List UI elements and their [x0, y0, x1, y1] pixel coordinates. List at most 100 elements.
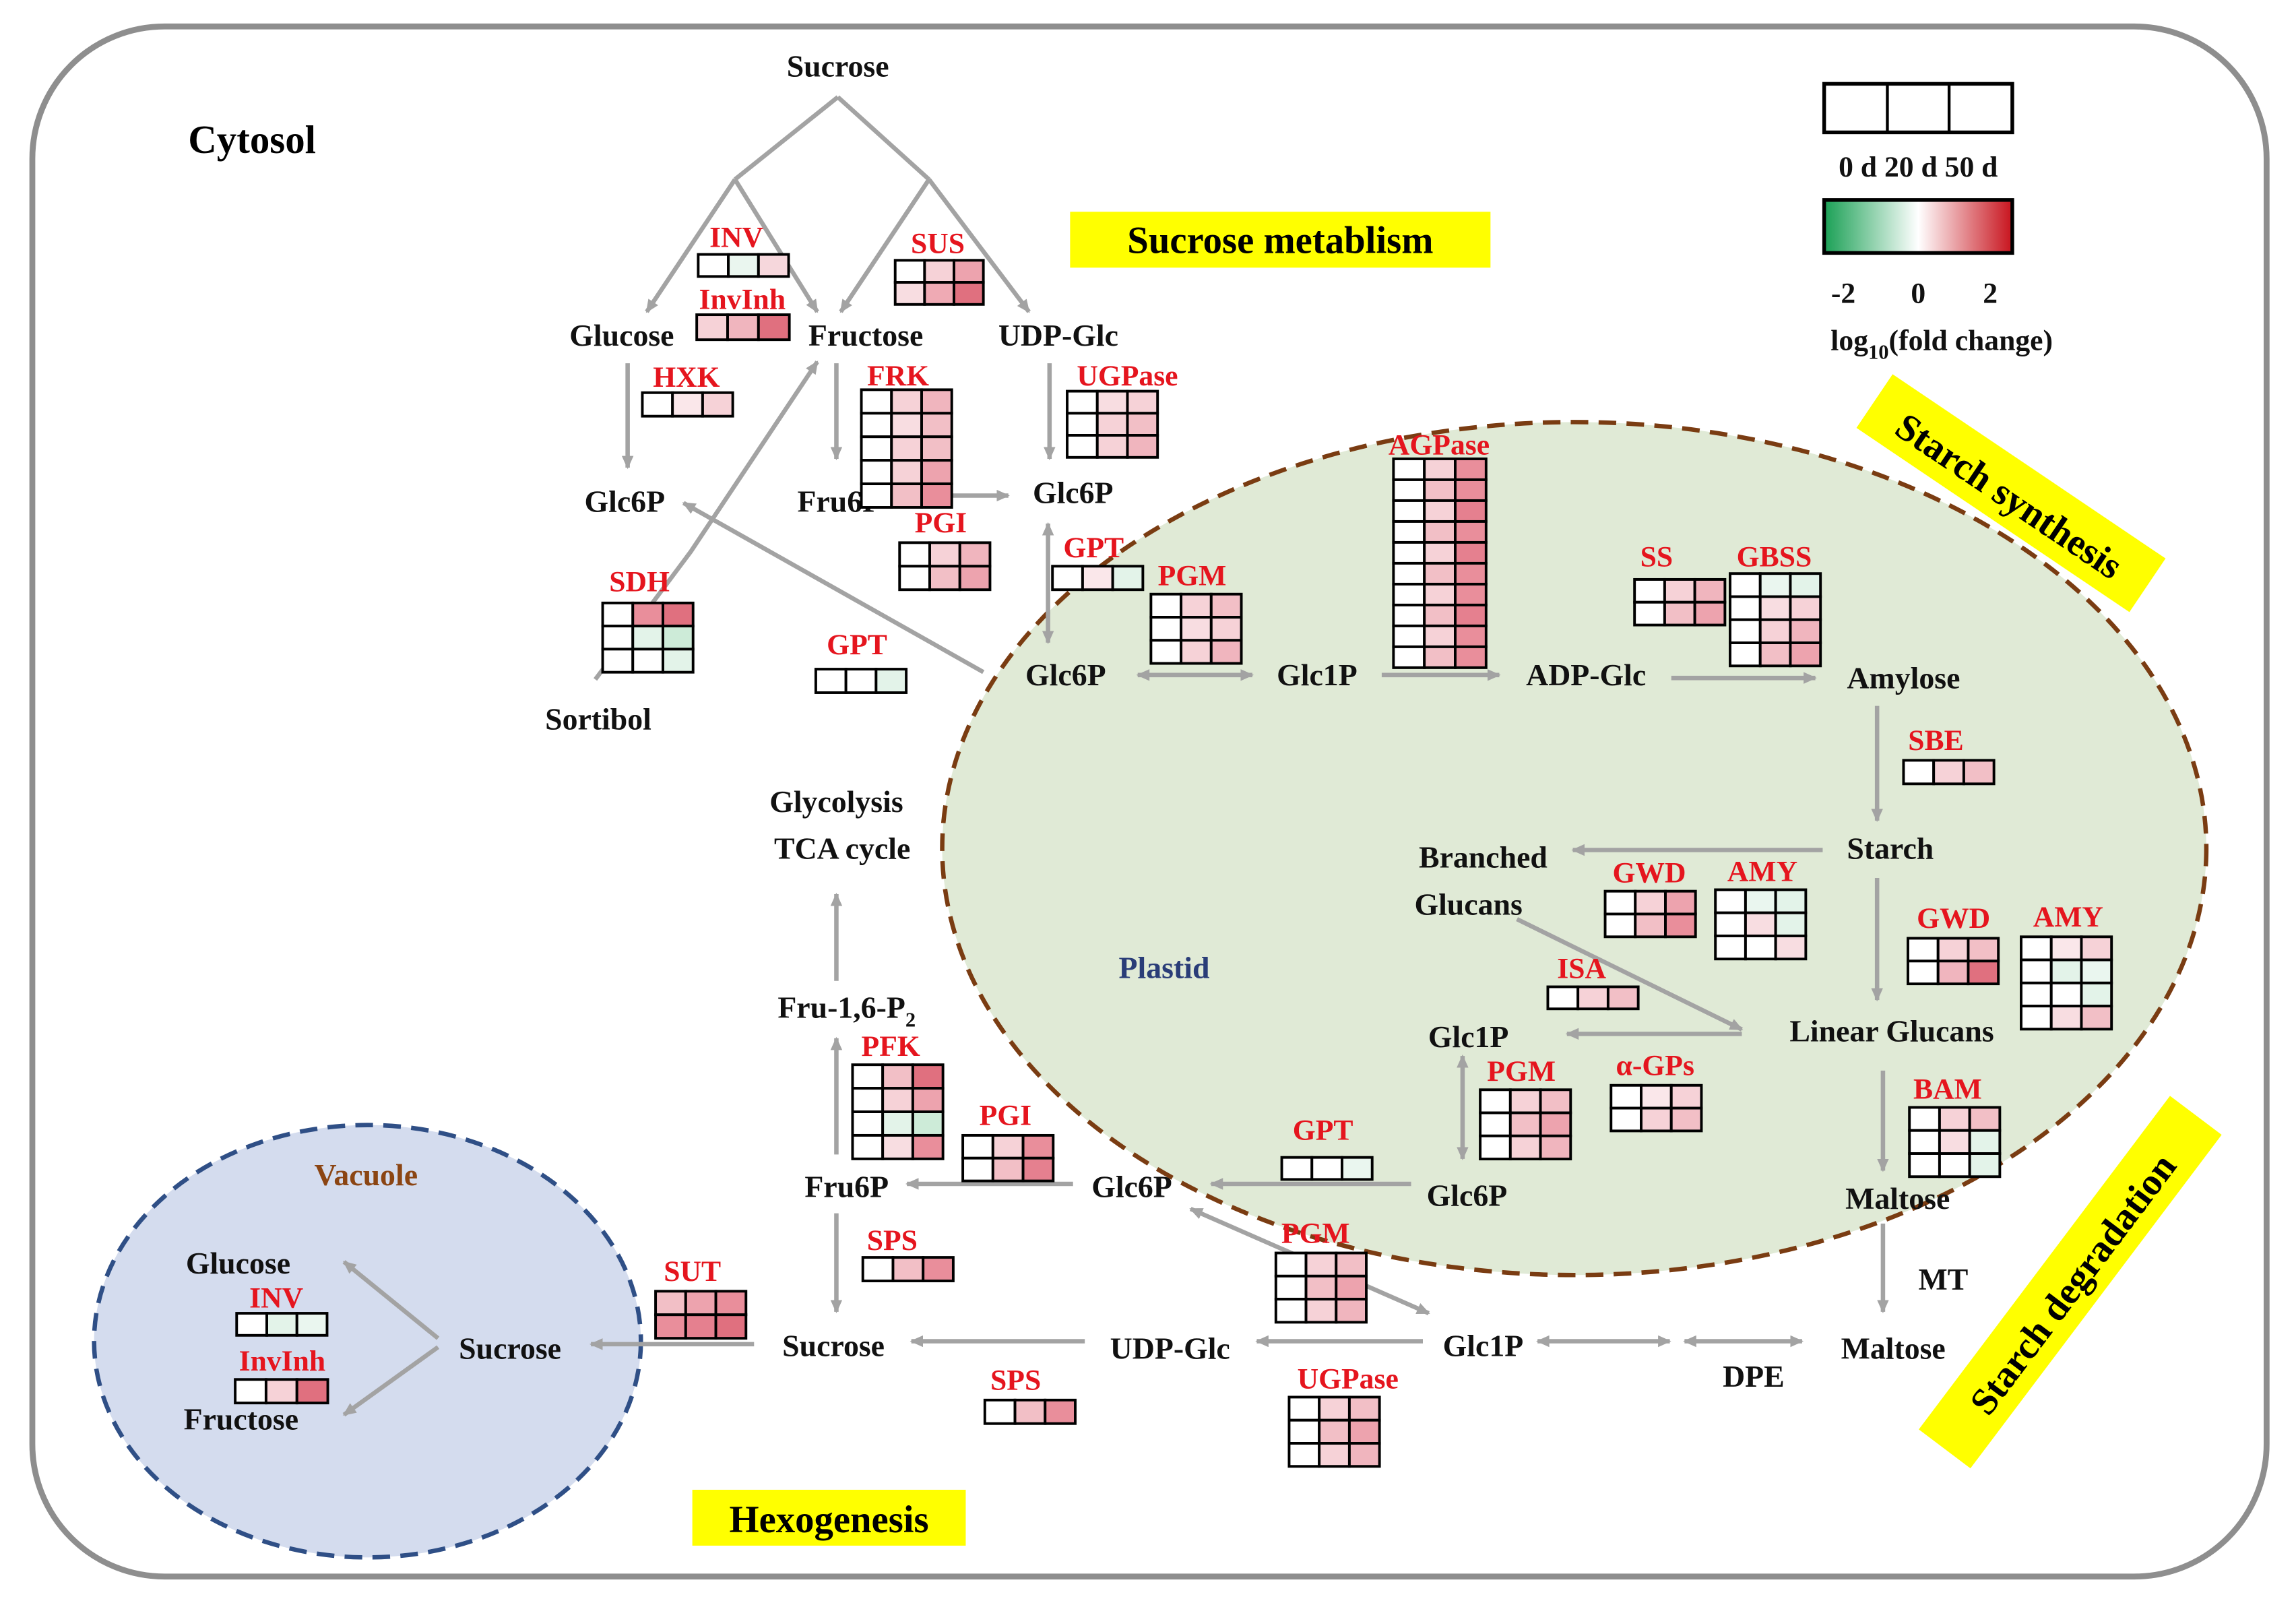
heatmap-cell	[1304, 1251, 1338, 1278]
tca-cycle: TCA cycle	[774, 831, 910, 866]
plastid-label: Plastid	[1119, 950, 1210, 984]
branched: Branched	[1419, 840, 1548, 875]
heatmap-cell	[1280, 1156, 1314, 1181]
heatmap-cell	[1149, 616, 1183, 642]
heatmap-cell	[1347, 1442, 1381, 1468]
heatmap-cell	[2049, 958, 2083, 984]
heatmap-cell	[1967, 937, 2000, 963]
heatmap-cell	[1318, 1395, 1351, 1422]
enzyme-label: INV	[249, 1282, 303, 1314]
heatmap-cell	[1392, 540, 1426, 565]
heatmap-cell	[601, 601, 635, 628]
enzyme-22: BAM	[1908, 1073, 2002, 1178]
glycolysis: Glycolysis	[769, 784, 903, 819]
heatmap-cell	[631, 648, 664, 674]
glc1p-bottom: Glc1P	[1443, 1328, 1524, 1362]
heatmap-cell	[1508, 1111, 1542, 1137]
heatmap-cell	[1454, 582, 1488, 606]
heatmap-cell	[662, 601, 695, 628]
heatmap-cell	[1066, 389, 1099, 415]
glc6p-plastid: Glc6P	[1025, 658, 1106, 692]
heatmap-cell	[1304, 1274, 1338, 1301]
enzyme-label: INV	[709, 222, 763, 254]
heatmap-cell	[890, 435, 923, 462]
enzyme-4: FRK	[860, 360, 953, 509]
heatmap-cell	[1066, 434, 1099, 459]
vacuole-fructose: Fructose	[184, 1402, 298, 1436]
heatmap-cell	[991, 1156, 1025, 1183]
heatmap-cell	[654, 1290, 687, 1317]
heatmap-cell	[890, 459, 923, 486]
heatmap-cell	[1758, 572, 1792, 598]
enzyme-label: AGPase	[1389, 429, 1490, 461]
heatmap-cell	[2049, 1005, 2083, 1031]
enzyme-label: PFK	[862, 1030, 920, 1063]
heatmap-cell	[2049, 981, 2083, 1008]
heatmap-cell	[265, 1312, 298, 1337]
heatmap-cell	[1423, 645, 1457, 669]
heatmap-cell	[1669, 1083, 1703, 1110]
heatmap-cell	[1287, 1418, 1321, 1445]
heatmap-cell	[890, 482, 923, 509]
glc1p-mid: Glc1P	[1428, 1019, 1509, 1054]
legend-scale-max: 2	[1983, 278, 1998, 310]
enzyme-17: GWD	[1907, 902, 2000, 986]
heatmap-cell	[1454, 499, 1488, 523]
heatmap-cell	[1634, 889, 1667, 916]
heatmap-cell	[860, 459, 893, 486]
heatmap-cell	[641, 391, 674, 418]
heatmap-cell	[1633, 577, 1666, 604]
heatmap-cell	[1508, 1088, 1542, 1114]
enzyme-label: GWD	[1917, 902, 1990, 935]
heatmap-cell	[2020, 1005, 2053, 1031]
heatmap-cell	[1347, 1395, 1381, 1422]
heatmap-cell	[920, 412, 953, 439]
heatmap-cell	[1126, 434, 1159, 459]
heatmap-cell	[631, 625, 664, 651]
vacuole-region	[92, 1123, 643, 1560]
heatmap-cell	[1479, 1088, 1512, 1114]
sucrose-metabolism-highlight	[1070, 212, 1491, 268]
legend-color-scale	[1822, 198, 2014, 255]
heatmap-cell	[860, 412, 893, 439]
heatmap-cell	[1335, 1251, 1368, 1278]
heatmap-cell	[893, 259, 926, 284]
heatmap-cell	[601, 625, 635, 651]
heatmap-cell	[922, 1256, 955, 1282]
maltose-bottom: Maltose	[1841, 1331, 1946, 1366]
heatmap-cell	[1013, 1398, 1047, 1425]
heatmap-cell	[1021, 1133, 1055, 1160]
heatmap-cell	[881, 1133, 914, 1160]
heatmap-cell	[920, 388, 953, 415]
heatmap-cell	[1546, 985, 1580, 1011]
fru-1-6-p2: Fru-1,6-P2	[777, 990, 916, 1031]
heatmap-cell	[2049, 935, 2083, 962]
heatmap-cell	[1392, 603, 1426, 627]
enzyme-9: PGM	[1149, 560, 1243, 665]
heatmap-cell	[695, 313, 729, 342]
heatmap-cell	[1774, 888, 1808, 914]
glc6p-top: Glc6P	[1033, 475, 1114, 509]
heatmap-cell	[1907, 960, 1940, 986]
heatmap-cell	[920, 482, 953, 509]
udp-glc-top: UDP-Glc	[998, 318, 1118, 352]
enzyme-20: PGM	[1479, 1055, 1572, 1161]
heatmap-cell	[1479, 1134, 1512, 1161]
heatmap-cell	[1454, 603, 1488, 627]
heatmap-cell	[1938, 1106, 1971, 1132]
heatmap-cell	[1774, 911, 1808, 937]
heatmap-cell	[1392, 561, 1426, 586]
heatmap-cell	[1274, 1298, 1308, 1324]
enzyme-29: SPS	[983, 1364, 1077, 1425]
enzyme-label: UGPase	[1077, 360, 1178, 392]
enzyme-18: AMY	[2020, 901, 2113, 1031]
heatmap-cell	[1606, 985, 1640, 1011]
heatmap-cell	[1744, 911, 1777, 937]
glc1p-plastid: Glc1P	[1277, 658, 1358, 692]
enzyme-label: PGM	[1281, 1217, 1350, 1249]
enzyme-label: PGM	[1158, 560, 1227, 592]
enzyme-25: GPT	[1280, 1114, 1374, 1181]
enzyme-label: GPT	[1063, 532, 1124, 564]
heatmap-cell	[1789, 641, 1822, 668]
